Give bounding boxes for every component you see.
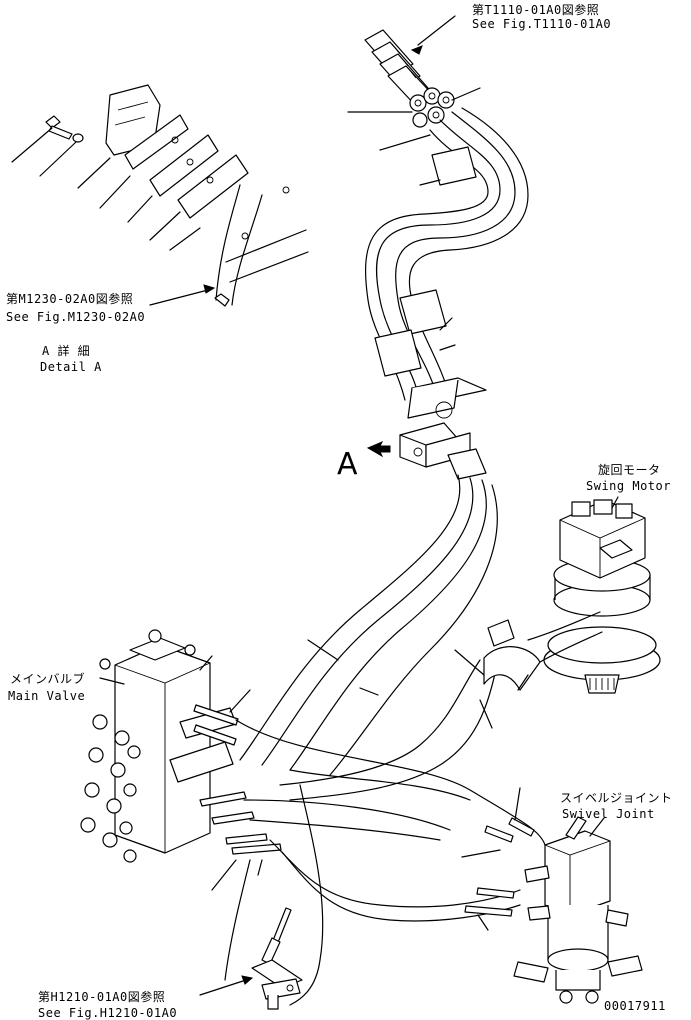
leader-clamp-top xyxy=(419,179,441,186)
leader-swing-motor xyxy=(611,496,619,509)
ref-m1230-en: See Fig.M1230-02A0 xyxy=(6,310,146,324)
detail-a-bracket xyxy=(105,84,249,219)
valve-fittings xyxy=(193,704,282,855)
hose-fitting-set xyxy=(364,29,435,107)
arrowhead-t1110 xyxy=(410,45,423,55)
leader-mid-clamps xyxy=(439,317,456,351)
swivel-joint xyxy=(513,816,643,1004)
leader-main-valve xyxy=(99,655,251,713)
clamp-mid-lower xyxy=(374,329,422,377)
swing-motor xyxy=(543,499,661,694)
ref-t1110-en: See Fig.T1110-01A0 xyxy=(472,17,612,31)
clamp-block-a xyxy=(399,377,487,468)
swing-motor-label-jp: 旋回モータ xyxy=(598,463,661,477)
pilot-fitting xyxy=(251,937,303,1010)
detail-a-bolt xyxy=(45,115,84,143)
swing-motor-hose xyxy=(279,611,603,801)
ref-t1110-jp: 第T1110-01A0図参照 xyxy=(472,3,600,17)
main-valve-label-en: Main Valve xyxy=(8,689,86,703)
swivel-joint-label-en: Swivel Joint xyxy=(562,807,655,821)
hose-couplings xyxy=(409,87,455,128)
leader-h1210 xyxy=(199,979,247,996)
leader-swivel-joint xyxy=(589,817,605,837)
detail-title-en: Detail A xyxy=(40,360,102,374)
leader-t1110 xyxy=(417,15,456,46)
drawing-number: 00017911 xyxy=(604,999,666,1013)
ref-h1210-jp: 第H1210-01A0図参照 xyxy=(38,990,166,1004)
ref-h1210-en: See Fig.H1210-01A0 xyxy=(38,1006,178,1020)
detail-title-jp: A 詳 細 xyxy=(42,344,91,358)
swing-motor-label-en: Swing Motor xyxy=(586,479,671,493)
main-valve xyxy=(80,629,237,863)
view-marker-a: A xyxy=(337,447,359,482)
swivel-joint-label-jp: スイベルジョイント xyxy=(560,791,673,805)
long-hose-bundle xyxy=(239,474,498,776)
view-a-arrow xyxy=(366,441,391,458)
arrowhead-h1210 xyxy=(241,975,254,985)
ref-m1230-jp: 第M1230-02A0図参照 xyxy=(6,292,134,306)
clamp-top xyxy=(431,146,477,186)
clip-lower xyxy=(447,448,487,480)
leader-m1230 xyxy=(149,289,209,306)
leader-couplings xyxy=(347,87,481,151)
clamp-mid-upper xyxy=(399,289,447,335)
leader-detail-a xyxy=(11,127,201,251)
leader-swing-hose xyxy=(454,649,529,729)
main-valve-label-jp: メインバルブ xyxy=(10,672,86,686)
leader-swivel-hoses xyxy=(211,787,521,931)
leader-long-hoses xyxy=(307,639,379,696)
valve-spools xyxy=(80,714,141,863)
detail-a-frame xyxy=(214,184,309,307)
arrowhead-m1230 xyxy=(203,284,216,294)
